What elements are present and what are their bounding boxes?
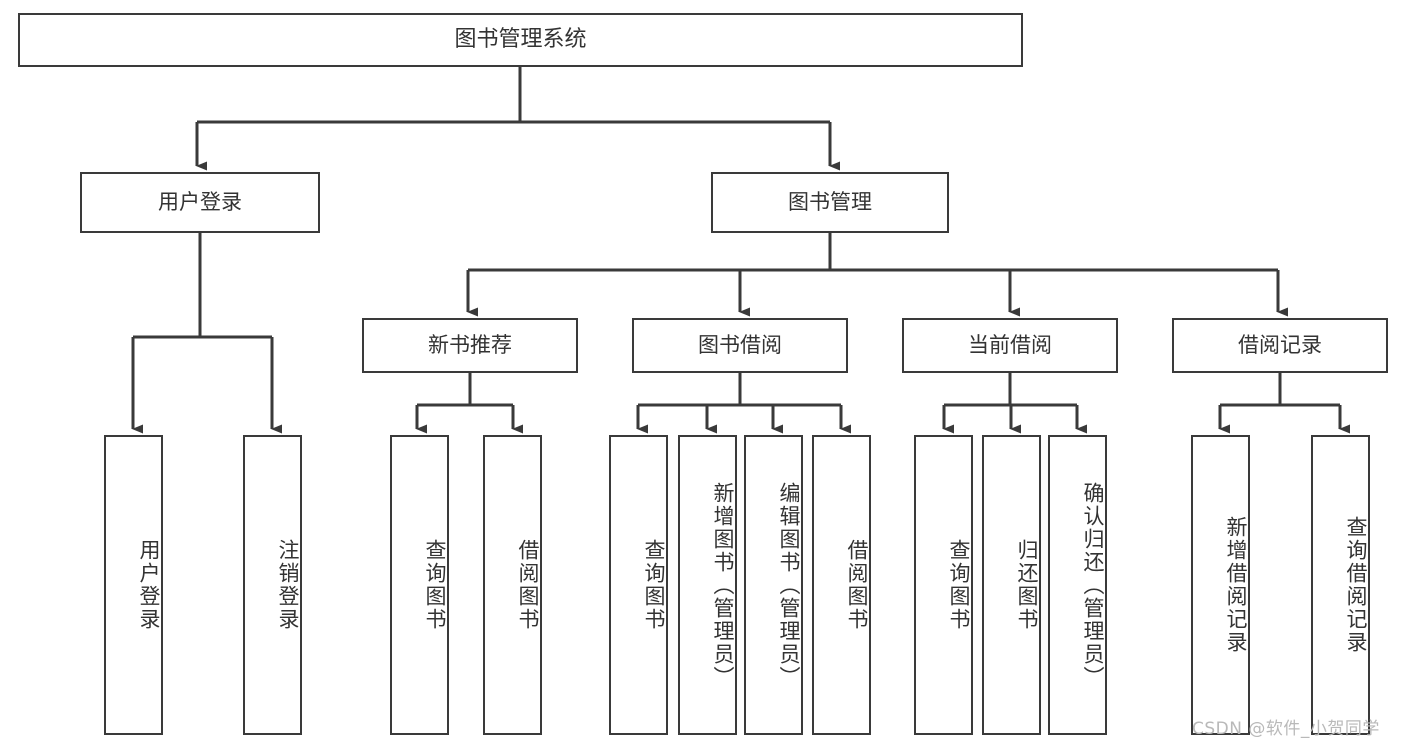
node-leaf-edit-book-label: 编辑图书（管理员） [777,481,801,689]
node-leaf-return-book-label: 归还图书 [1015,539,1039,631]
node-leaf-query-book-3[interactable]: 查询图书 [914,435,973,735]
node-leaf-add-record-label: 新增借阅记录 [1224,516,1248,654]
node-root-label: 图书管理系统 [454,27,587,53]
node-leaf-edit-book[interactable]: 编辑图书（管理员） [744,435,803,735]
node-leaf-logout[interactable]: 注销登录 [243,435,302,735]
node-book-manage-label: 图书管理 [788,190,872,215]
node-leaf-borrow-book-2-label: 借阅图书 [845,539,869,631]
node-book-borrow-label: 图书借阅 [698,333,782,358]
node-borrow-record[interactable]: 借阅记录 [1172,318,1388,373]
node-leaf-confirm-return[interactable]: 确认归还（管理员） [1048,435,1107,735]
node-current-borrow[interactable]: 当前借阅 [902,318,1118,373]
node-root[interactable]: 图书管理系统 [18,13,1023,67]
node-new-book-recommend[interactable]: 新书推荐 [362,318,578,373]
node-book-manage[interactable]: 图书管理 [711,172,949,233]
node-leaf-user-login-label: 用户登录 [137,539,161,631]
node-leaf-query-record[interactable]: 查询借阅记录 [1311,435,1370,735]
node-new-book-recommend-label: 新书推荐 [428,333,512,358]
node-leaf-return-book[interactable]: 归还图书 [982,435,1041,735]
node-leaf-add-record[interactable]: 新增借阅记录 [1191,435,1250,735]
node-leaf-add-book[interactable]: 新增图书（管理员） [678,435,737,735]
node-leaf-borrow-book-1-label: 借阅图书 [516,539,540,631]
node-leaf-query-book-1-label: 查询图书 [423,539,447,631]
node-leaf-borrow-book-1[interactable]: 借阅图书 [483,435,542,735]
node-leaf-add-book-label: 新增图书（管理员） [711,481,735,689]
node-user-login[interactable]: 用户登录 [80,172,320,233]
node-borrow-record-label: 借阅记录 [1238,333,1322,358]
node-leaf-query-record-label: 查询借阅记录 [1344,516,1368,654]
node-leaf-query-book-1[interactable]: 查询图书 [390,435,449,735]
csdn-watermark: CSDN @软件_小贺同学 [1192,719,1380,739]
node-leaf-query-book-2[interactable]: 查询图书 [609,435,668,735]
node-leaf-logout-label: 注销登录 [276,539,300,631]
node-leaf-borrow-book-2[interactable]: 借阅图书 [812,435,871,735]
node-leaf-confirm-return-label: 确认归还（管理员） [1081,481,1105,689]
node-leaf-query-book-3-label: 查询图书 [947,539,971,631]
node-user-login-label: 用户登录 [158,190,242,215]
node-current-borrow-label: 当前借阅 [968,333,1052,358]
node-leaf-query-book-2-label: 查询图书 [642,539,666,631]
node-leaf-user-login[interactable]: 用户登录 [104,435,163,735]
node-book-borrow[interactable]: 图书借阅 [632,318,848,373]
